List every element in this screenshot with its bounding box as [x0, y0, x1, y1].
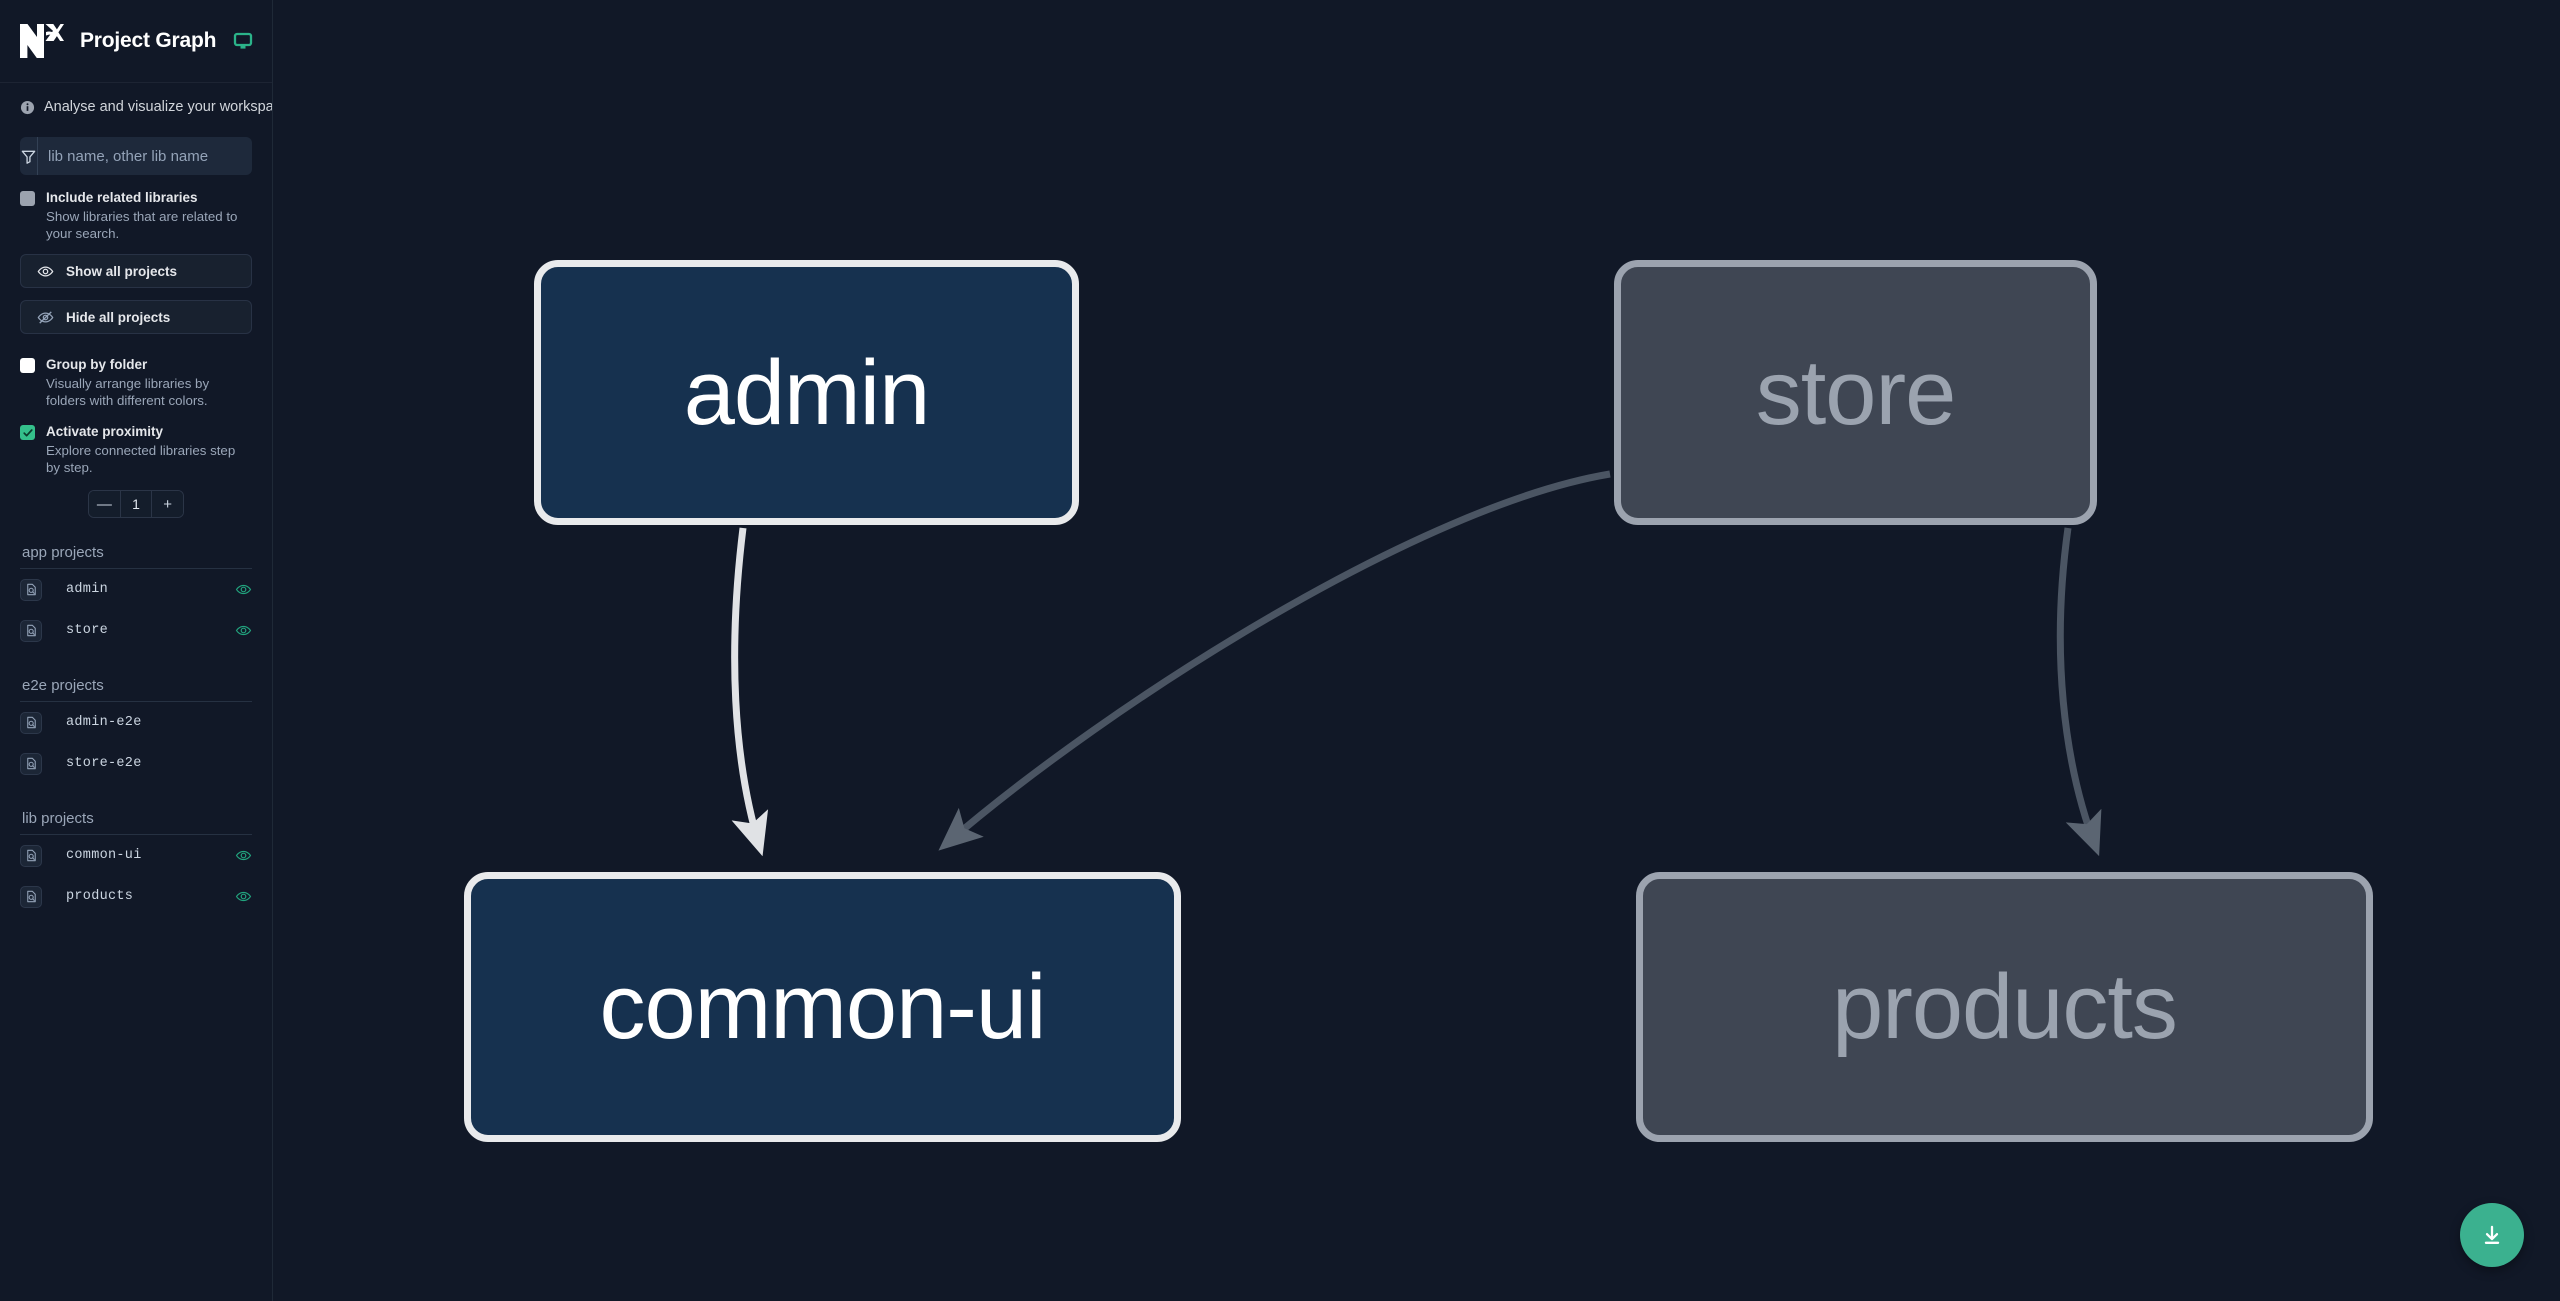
proximity-increment-button[interactable]: + [151, 491, 183, 517]
eye-icon [37, 263, 54, 280]
group-by-folder-checkbox[interactable] [20, 358, 35, 373]
nx-logo [18, 20, 64, 62]
graph-edges [731, 470, 2102, 857]
project-file-icon [20, 711, 42, 734]
project-visible-eye-icon[interactable] [235, 622, 252, 639]
proximity-stepper[interactable]: — 1 + [88, 490, 184, 518]
project-file-icon [20, 844, 42, 867]
info-icon [20, 100, 35, 115]
graph-node-label: products [1832, 956, 2178, 1058]
project-name: store-e2e [66, 756, 142, 771]
include-related-libraries-description: Show libraries that are related to your … [46, 209, 238, 241]
graph-node-box[interactable]: store [1614, 260, 2097, 525]
workspace-info-text: Analyse and visualize your workspace. [44, 99, 273, 115]
project-list-item-products[interactable]: products [20, 876, 252, 917]
project-list-item-store-e2e[interactable]: store-e2e [20, 743, 252, 784]
graph-node-label: admin [683, 341, 931, 444]
activate-proximity-row[interactable]: Activate proximity Explore connected lib… [20, 423, 252, 476]
include-related-libraries-label: Include related libraries [46, 190, 198, 205]
project-file-icon [20, 752, 42, 775]
include-related-libraries-checkbox[interactable] [20, 191, 35, 206]
project-name: admin-e2e [66, 715, 142, 730]
page-title: Project Graph [80, 29, 217, 52]
project-name: store [66, 623, 109, 638]
project-name: common-ui [66, 848, 142, 863]
project-group-title: app projects [20, 544, 252, 569]
graph-node-admin[interactable]: admin [534, 260, 1079, 525]
graph-node-label: common-ui [599, 956, 1046, 1058]
group-by-folder-label: Group by folder [46, 357, 148, 372]
graph-canvas[interactable]: admin store common-ui products [273, 0, 2560, 1301]
project-list-item-common-ui[interactable]: common-ui [20, 835, 252, 876]
sidebar-header: Project Graph [0, 0, 272, 83]
graph-node-label: store [1755, 341, 1957, 444]
sidebar: Project Graph Analyse and visualize your… [0, 0, 273, 1301]
activate-proximity-label: Activate proximity [46, 424, 164, 439]
graph-node-box[interactable]: common-ui [464, 872, 1181, 1142]
project-visible-eye-icon[interactable] [235, 581, 252, 598]
eye-off-icon [37, 309, 54, 326]
hide-all-projects-button[interactable]: Hide all projects [20, 300, 252, 334]
proximity-value: 1 [119, 491, 152, 517]
show-all-projects-label: Show all projects [66, 263, 178, 279]
graph-node-store[interactable]: store [1614, 260, 2097, 525]
include-related-libraries-row[interactable]: Include related libraries Show libraries… [20, 189, 252, 242]
group-by-folder-row[interactable]: Group by folder Visually arrange librari… [20, 356, 252, 409]
project-list-item-admin[interactable]: admin [20, 569, 252, 610]
graph-node-products[interactable]: products [1636, 872, 2373, 1142]
project-group-title: lib projects [20, 810, 252, 835]
project-file-icon [20, 619, 42, 642]
proximity-decrement-button[interactable]: — [89, 491, 120, 517]
project-file-icon [20, 578, 42, 601]
project-list-item-store[interactable]: store [20, 610, 252, 651]
group-by-folder-description: Visually arrange libraries by folders wi… [46, 376, 210, 408]
graph-node-box[interactable]: products [1636, 872, 2373, 1142]
filter-box[interactable] [20, 137, 252, 175]
project-groups: app projects admin store e2e projects admin-… [20, 544, 252, 917]
edge-store-to-products [2056, 527, 2102, 857]
search-input[interactable] [38, 137, 252, 175]
project-name: admin [66, 582, 109, 597]
project-group-title: e2e projects [20, 677, 252, 702]
graph-node-box[interactable]: admin [534, 260, 1079, 525]
project-name: products [66, 889, 134, 904]
project-group: e2e projects admin-e2e store-e2e [20, 677, 252, 784]
edge-store-to-common-ui [938, 470, 1611, 851]
project-visible-eye-icon[interactable] [235, 847, 252, 864]
edge-admin-to-common-ui [731, 527, 769, 857]
graph-node-common-ui[interactable]: common-ui [464, 872, 1181, 1142]
project-group: lib projects common-ui products [20, 810, 252, 917]
project-file-icon [20, 885, 42, 908]
activate-proximity-description: Explore connected libraries step by step… [46, 443, 236, 475]
monitor-icon[interactable] [233, 31, 253, 51]
project-group: app projects admin store [20, 544, 252, 651]
hide-all-projects-label: Hide all projects [66, 309, 171, 325]
filter-funnel-icon [20, 137, 38, 175]
download-graph-button[interactable] [2460, 1203, 2524, 1267]
workspace-info: Analyse and visualize your workspace. [0, 83, 272, 127]
project-visible-eye-icon[interactable] [235, 888, 252, 905]
activate-proximity-checkbox[interactable] [20, 425, 35, 440]
show-all-projects-button[interactable]: Show all projects [20, 254, 252, 288]
project-list-item-admin-e2e[interactable]: admin-e2e [20, 702, 252, 743]
